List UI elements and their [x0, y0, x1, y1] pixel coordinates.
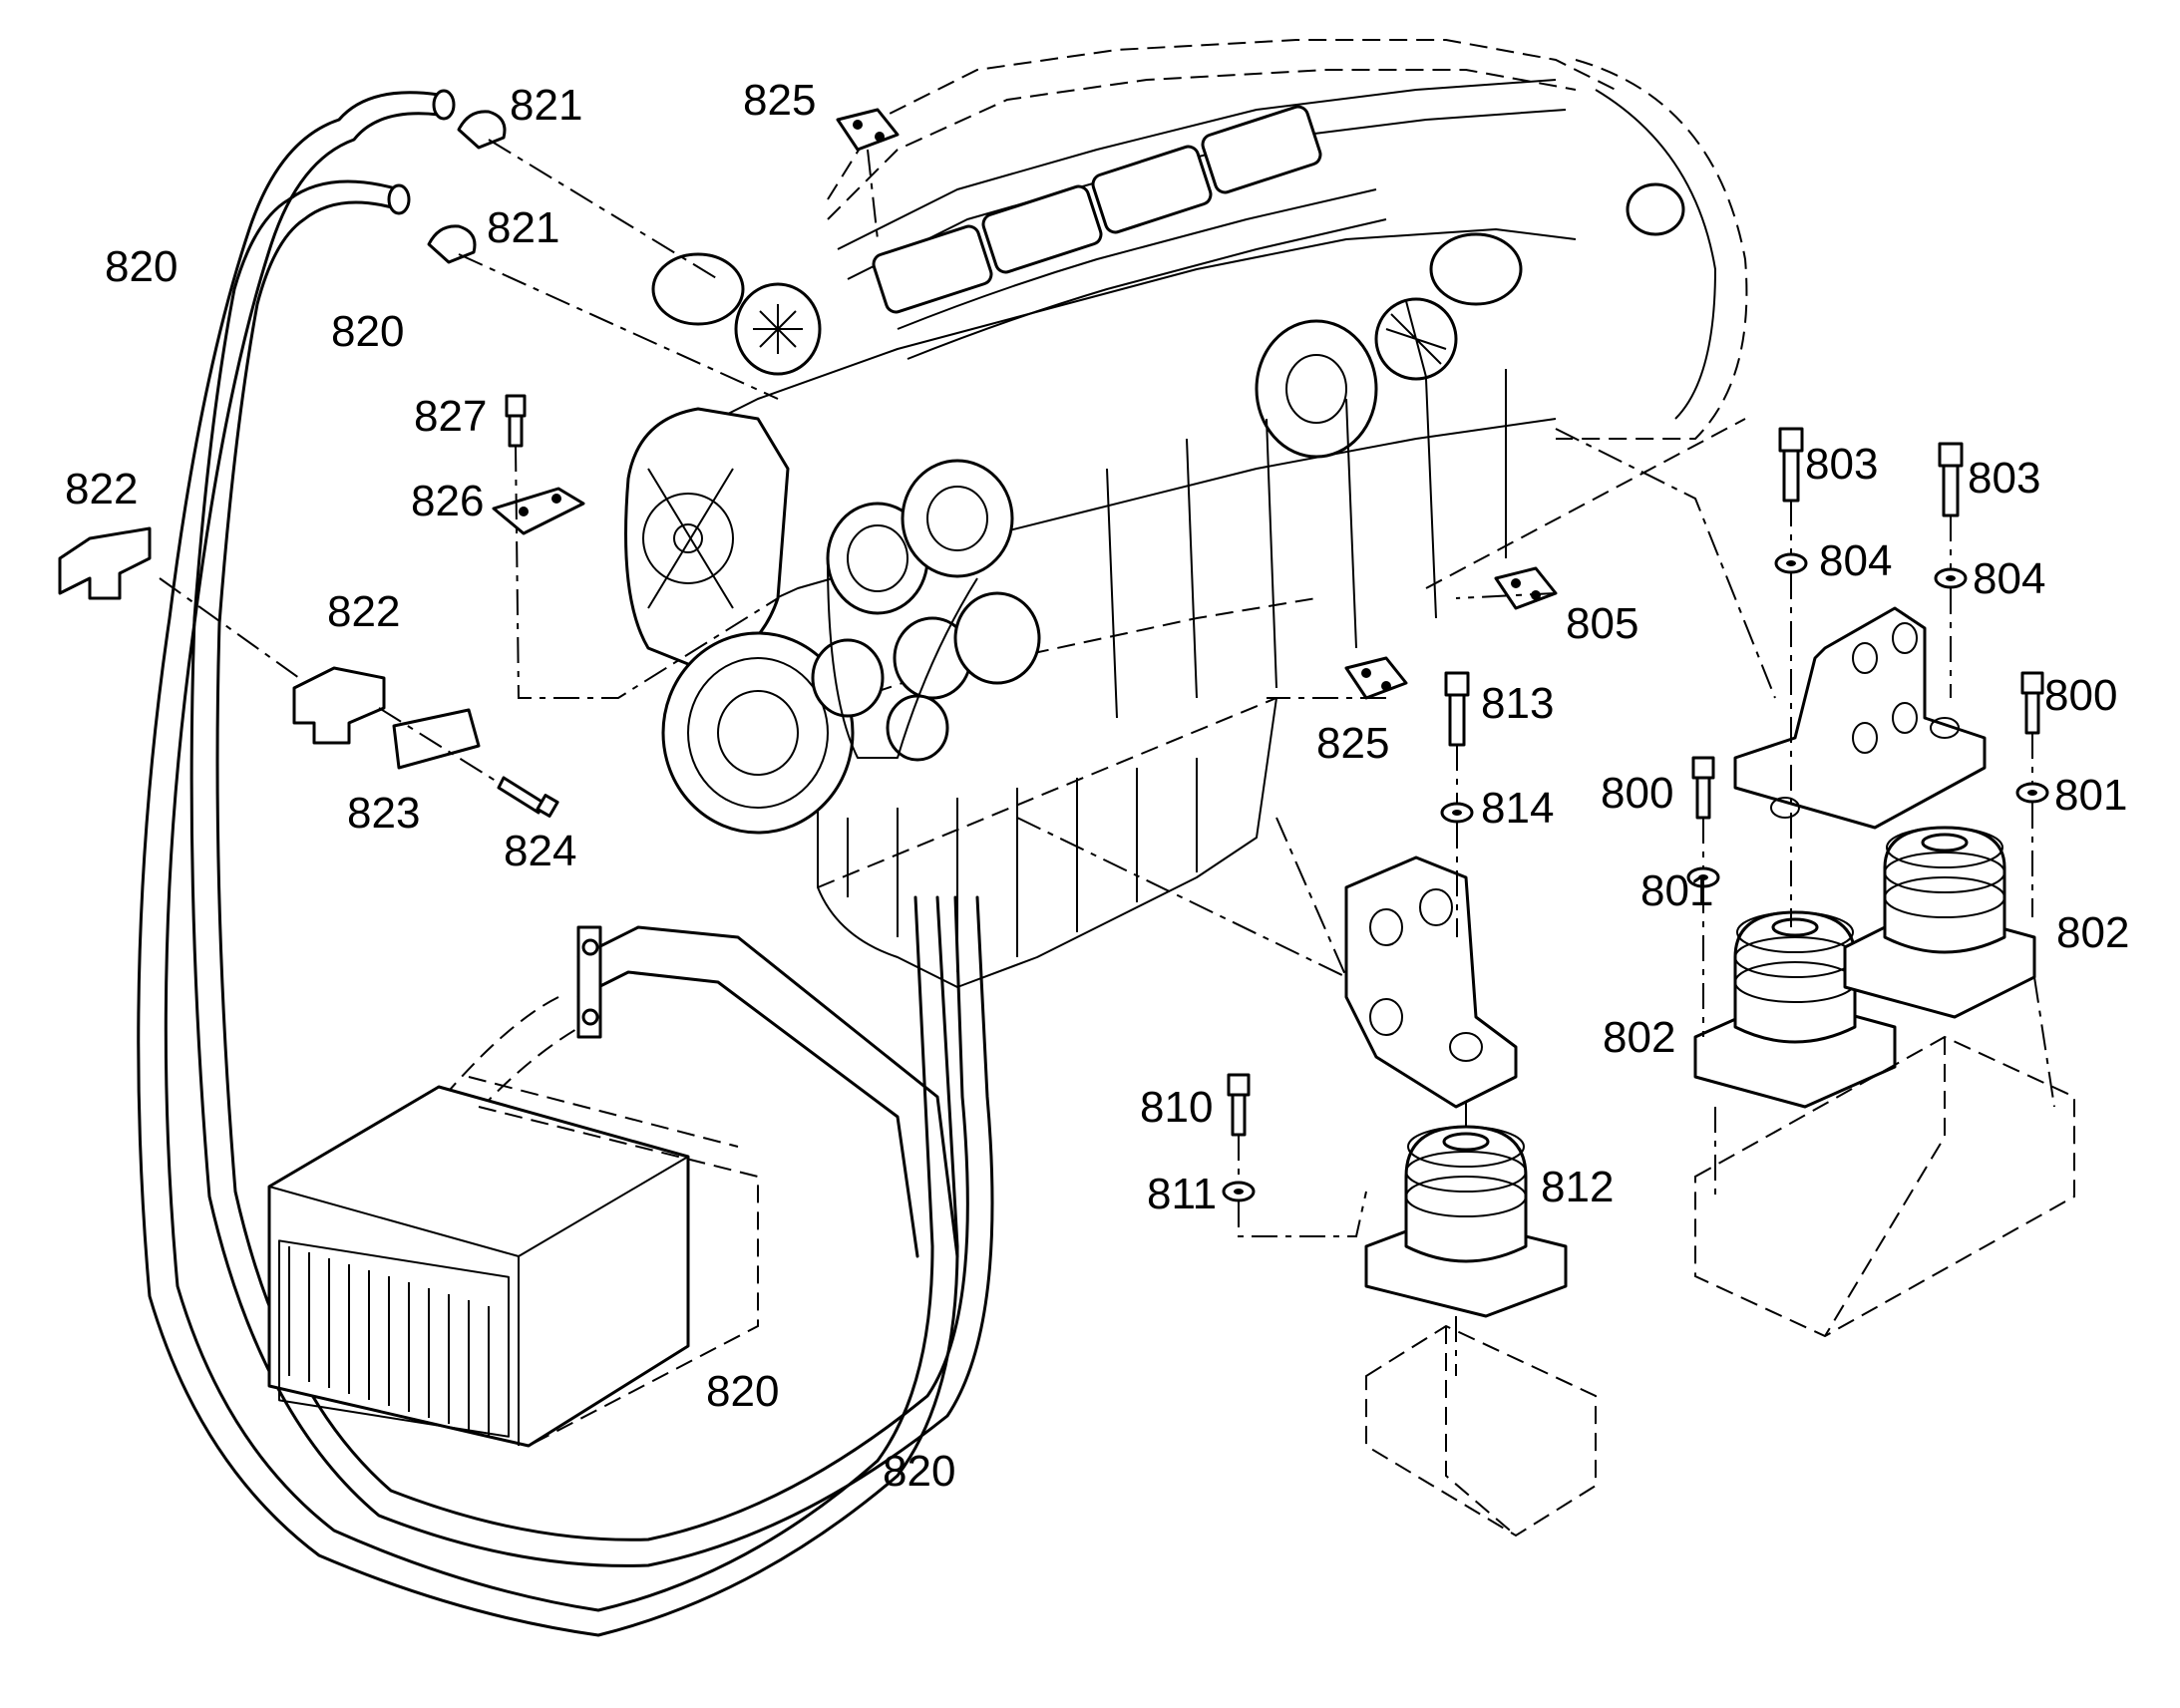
coolant-hoses [137, 89, 994, 1637]
callout-820-upper-left: 820 [105, 242, 178, 291]
rear-right-mount [1693, 606, 2075, 1338]
callout-827: 827 [414, 392, 487, 441]
callout-825-upper: 825 [743, 76, 816, 125]
callout-824: 824 [504, 827, 576, 875]
callout-826: 826 [411, 477, 484, 525]
callout-822-lower: 822 [327, 587, 400, 636]
callout-820-upper-mid: 820 [331, 307, 404, 356]
callout-820-cooler: 820 [706, 1367, 779, 1416]
front-left-mount [1344, 855, 1597, 1537]
callout-813: 813 [1481, 679, 1554, 728]
callout-805: 805 [1566, 599, 1638, 648]
callout-802-right: 802 [2056, 908, 2129, 957]
callout-801-right: 801 [2054, 771, 2127, 820]
callout-803-right: 803 [1968, 454, 2040, 503]
callout-812: 812 [1541, 1163, 1614, 1211]
callout-823: 823 [347, 789, 420, 838]
callout-820-lower: 820 [883, 1447, 955, 1496]
callout-822-upper: 822 [65, 465, 138, 513]
callout-labels: 821 821 825 820 820 827 822 826 822 823 … [65, 76, 2129, 1496]
hardware [58, 108, 2049, 1202]
callout-811: 811 [1147, 1170, 1217, 1218]
callout-821-upper: 821 [510, 81, 582, 130]
callout-802-left: 802 [1603, 1013, 1675, 1062]
callout-825-lower: 825 [1316, 719, 1389, 768]
callout-803-left: 803 [1805, 440, 1878, 489]
oil-cooler [267, 925, 759, 1448]
callout-800-right: 800 [2044, 671, 2117, 720]
callout-800-left: 800 [1601, 769, 1673, 818]
callout-814: 814 [1481, 784, 1554, 833]
engine-assembly [624, 39, 1748, 988]
callout-810: 810 [1140, 1083, 1213, 1132]
callout-801-left: 801 [1640, 866, 1713, 915]
callout-821-lower: 821 [487, 203, 559, 252]
callout-804-right: 804 [1973, 554, 2045, 603]
leader-lines [159, 139, 2055, 1376]
callout-804-left: 804 [1819, 536, 1892, 585]
